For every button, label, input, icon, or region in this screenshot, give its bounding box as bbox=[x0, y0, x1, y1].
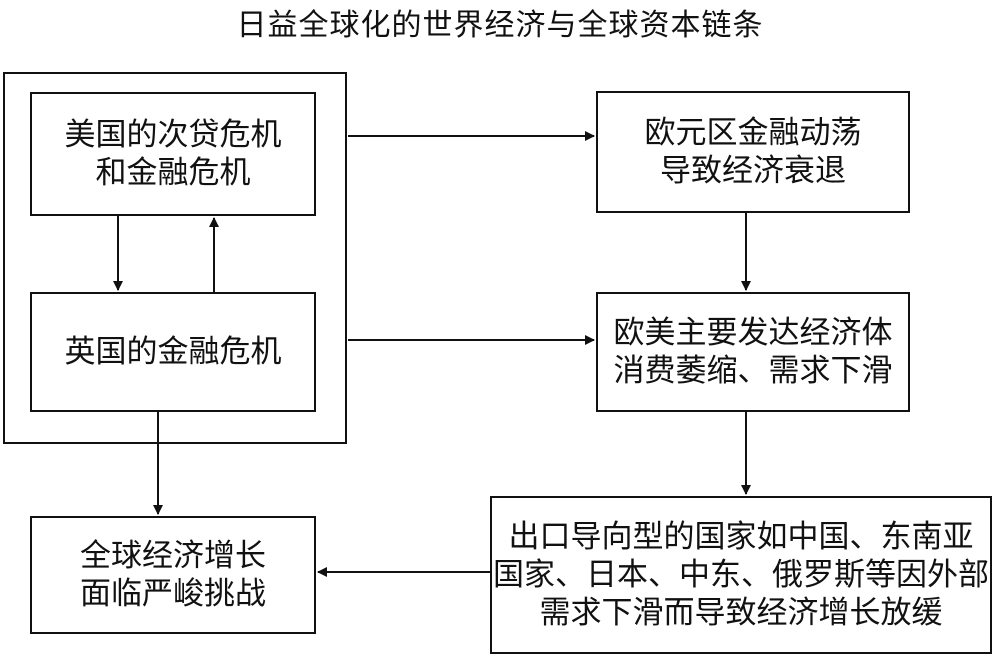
node-developed-consumption: 欧美主要发达经济体 消费萎缩、需求下滑 bbox=[596, 292, 910, 412]
node-us-crisis-label: 美国的次贷危机 和金融危机 bbox=[64, 117, 282, 191]
crisis-group-frame bbox=[3, 72, 347, 444]
node-export-countries: 出口导向型的国家如中国、东南亚 国家、日本、中东、俄罗斯等因外部 需求下滑而导致… bbox=[490, 496, 992, 654]
node-global-growth: 全球经济增长 面临严峻挑战 bbox=[30, 516, 316, 634]
node-uk-crisis-label: 英国的金融危机 bbox=[64, 334, 282, 370]
node-global-growth-label: 全球经济增长 面临严峻挑战 bbox=[80, 538, 266, 612]
node-eurozone: 欧元区金融动荡 导致经济衰退 bbox=[596, 91, 910, 213]
node-developed-consumption-label: 欧美主要发达经济体 消费萎缩、需求下滑 bbox=[613, 315, 893, 389]
node-us-crisis: 美国的次贷危机 和金融危机 bbox=[30, 92, 316, 216]
node-export-countries-label: 出口导向型的国家如中国、东南亚 国家、日本、中东、俄罗斯等因外部 需求下滑而导致… bbox=[493, 519, 989, 631]
node-uk-crisis: 英国的金融危机 bbox=[30, 292, 316, 412]
node-eurozone-label: 欧元区金融动荡 导致经济衰退 bbox=[644, 115, 862, 189]
diagram-title: 日益全球化的世界经济与全球资本链条 bbox=[236, 8, 764, 43]
